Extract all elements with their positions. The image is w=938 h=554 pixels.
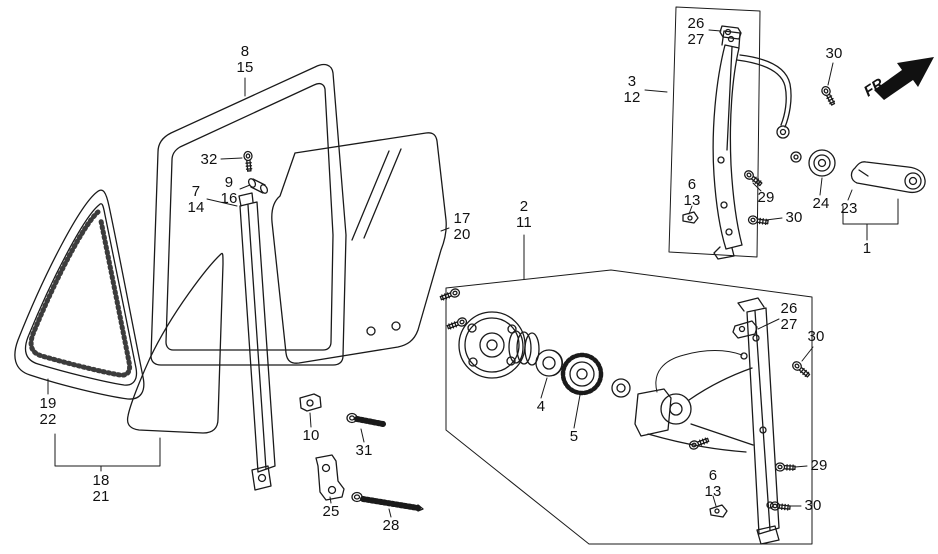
fr-direction-arrow: FR. [861, 57, 934, 100]
callout-screw-32: 32 [200, 151, 218, 168]
glass-run-channel [150, 63, 347, 366]
clip-26-27-top [719, 25, 742, 40]
screw-32 [242, 150, 254, 172]
bolt-30-mid [790, 359, 812, 380]
callout-bolt-31: 31 [355, 442, 373, 459]
washer-4 [535, 349, 564, 377]
regulator-backplate [458, 311, 526, 379]
callout-bolt-30-lower: 30 [804, 497, 822, 514]
regulator-cable [736, 54, 792, 139]
screw-backplate-b [445, 316, 469, 332]
callout-bolt-29-lower: 29 [810, 457, 828, 474]
leader-lines [47, 29, 899, 518]
front-guide-rail [238, 192, 276, 491]
regulator-motor [634, 350, 754, 453]
screw-motor [687, 435, 711, 451]
callout-quarter-glass-18-21: 18 21 [92, 472, 110, 505]
callout-bolt-30-upper: 30 [785, 209, 803, 226]
door-glass [271, 132, 447, 364]
window-crank-handle [850, 161, 926, 194]
screw-backplate-a [438, 287, 462, 303]
callout-gear-5: 5 [569, 428, 579, 445]
clip-9-16 [247, 178, 269, 194]
regulator-assembly-box [445, 269, 813, 545]
bolt-30-upper [747, 214, 770, 227]
washer-small [611, 378, 631, 398]
bolt-29-lower [774, 462, 796, 473]
callout-handle-1: 1 [862, 240, 872, 257]
callout-clip-6-13-upper: 6 13 [683, 176, 701, 209]
grommet [790, 151, 802, 163]
callout-run-channel-8-15: 8 15 [236, 43, 254, 76]
callout-rail-7-14: 7 14 [187, 183, 205, 216]
callout-screw-28: 28 [382, 517, 400, 534]
callout-bolt-30-topright: 30 [825, 45, 843, 62]
callout-rail-3-12: 3 12 [623, 73, 641, 106]
screw-29-upper [742, 168, 764, 189]
callout-clip-26-27-mid: 26 27 [780, 300, 798, 333]
handle-escutcheon-24 [808, 149, 836, 177]
callout-clip-26-27-top: 26 27 [687, 15, 705, 48]
rear-regulator-box [668, 6, 761, 258]
guide-bracket-25 [315, 454, 345, 501]
callout-bolt-30-mid: 30 [807, 328, 825, 345]
bolt-30-topright [819, 84, 838, 107]
callout-bolt-29-upper: 29 [757, 189, 775, 206]
callout-washer-4: 4 [536, 398, 546, 415]
clip-6-13-lower [709, 504, 728, 518]
callout-regulator-2-11: 2 11 [516, 198, 532, 231]
screw-28 [351, 491, 424, 512]
callout-clip-9-16: 9 16 [220, 174, 238, 207]
callout-handle-base-24: 24 [812, 195, 830, 212]
callout-seal-19-22: 19 22 [39, 395, 57, 428]
rear-guide-rail-upper [712, 30, 743, 260]
rear-guide-rail-lower [737, 297, 780, 545]
drive-gear-5 [560, 352, 604, 396]
callout-bracket-25: 25 [322, 503, 340, 520]
callout-bracket-10: 10 [302, 427, 320, 444]
callout-handle-23: 23 [840, 200, 858, 217]
callout-clip-6-13-lower: 6 13 [704, 467, 722, 500]
bolt-30-lower [769, 500, 791, 513]
clip-6-13-upper [682, 211, 699, 224]
quarter-window-seal [14, 189, 145, 400]
clip-26-27-mid [732, 320, 758, 339]
quarter-glass [126, 252, 224, 434]
bolt-31 [346, 412, 386, 427]
spring-bushing [508, 330, 540, 366]
roller-bracket-10 [299, 393, 322, 412]
callout-door-glass-17-20: 17 20 [453, 210, 471, 243]
